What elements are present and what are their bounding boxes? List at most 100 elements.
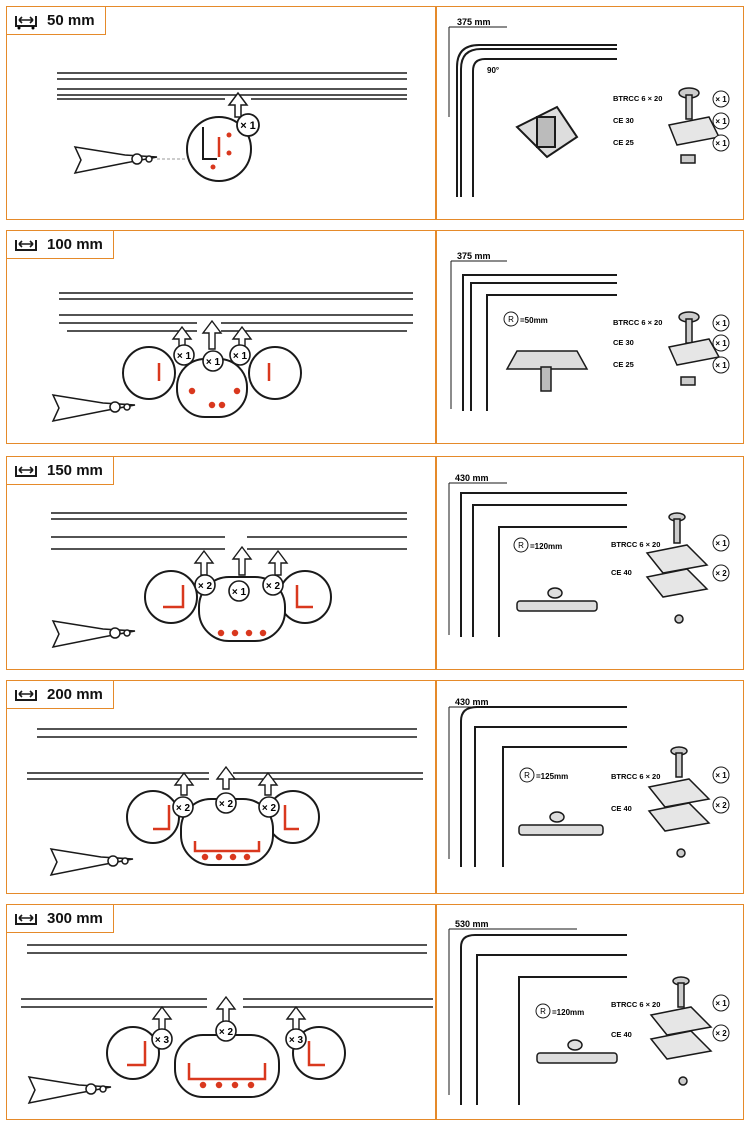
cut-diagram-svg: × 1 × 1 × 1 — [51, 292, 413, 423]
count-label: × 1 — [233, 351, 248, 362]
corner-length-label: 375 mm — [457, 17, 491, 27]
count-label: × 3 — [289, 1035, 304, 1046]
bolt-icon — [647, 746, 711, 858]
corner-length-label: 530 mm — [455, 919, 489, 929]
part-counts: × 1 × 1 × 1 — [712, 90, 730, 152]
tray-width-icon — [15, 15, 37, 29]
part-label: CE 30 — [613, 116, 634, 125]
part-label: BTRCC 6 × 20 — [611, 772, 660, 781]
corner-diagram-panel: 530 mm R =120mm BTRCC 6 × 20 CE 40 × 1 × — [436, 904, 744, 1120]
corner-tray — [460, 706, 627, 867]
width-badge: 100 mm — [7, 231, 114, 259]
part-counts: × 1 × 2 — [712, 766, 730, 814]
cut-arrows — [151, 995, 307, 1032]
cut-diagram-svg: × 2 × 2 × 2 — [27, 728, 423, 877]
radius-label: =120mm — [552, 1008, 584, 1017]
part-count: × 1 — [715, 361, 727, 370]
parts-list: BTRCC 6 × 20 CE 30 CE 25 — [613, 318, 662, 369]
parts-list: BTRCC 6 × 20 CE 40 — [611, 540, 660, 577]
count-bubbles: × 3 × 2 × 3 — [151, 1020, 307, 1050]
tray-width-icon — [15, 913, 37, 925]
corner-diagram-svg: 530 mm R =120mm BTRCC 6 × 20 CE 40 × 1 × — [448, 919, 730, 1105]
cut-diagram-svg: × 3 × 2 × 3 — [21, 944, 433, 1105]
parts-list: BTRCC 6 × 20 CE 30 CE 25 — [613, 94, 662, 147]
count-label: × 1 — [232, 587, 247, 598]
cut-diagram-svg: × 1 — [57, 72, 407, 182]
corner-length-label: 430 mm — [455, 697, 489, 707]
corner-diagram-svg: 375 mm 90° BTRCC 6 × 20 CE 30 CE 25 × 1 — [448, 17, 730, 197]
detail-group — [126, 790, 320, 866]
clamp-illustration — [536, 1039, 618, 1064]
cut-arrows — [173, 765, 279, 796]
cutter-icon — [73, 146, 158, 175]
radius-symbol: R — [508, 315, 514, 324]
part-count: × 1 — [715, 319, 727, 328]
corner-tray — [460, 934, 627, 1105]
corner-diagram-svg: 430 mm R =120mm BTRCC 6 × 20 CE 40 × 1 × — [448, 473, 730, 637]
part-count: × 1 — [715, 339, 727, 348]
wire-tray — [21, 944, 433, 1008]
count-bubbles: × 2 × 2 × 2 — [172, 792, 280, 818]
cut-arrows — [193, 545, 289, 576]
count-bubble — [236, 113, 260, 137]
cut-diagram-panel: × 1 × 1 × 1 100 mm — [6, 230, 436, 444]
detail-group — [122, 346, 302, 418]
tray-width-icon — [15, 465, 37, 477]
corner-length-label: 375 mm — [457, 251, 491, 261]
cut-marks — [127, 1041, 325, 1089]
count-label: × 1 — [177, 351, 192, 362]
corner-diagram-panel: 430 mm R =125mm BTRCC 6 × 20 CE 40 × 1 × — [436, 680, 744, 894]
part-label: CE 40 — [611, 568, 632, 577]
count-label: × 3 — [155, 1035, 170, 1046]
section-50mm: × 1 50 mm 375 mm 90° — [6, 6, 744, 220]
tray-width-icon — [15, 239, 37, 251]
cut-diagram: × 1 — [7, 7, 435, 219]
width-badge: 300 mm — [7, 905, 114, 933]
parts-list: BTRCC 6 × 20 CE 40 — [611, 772, 660, 813]
clamp-illustration — [515, 105, 579, 159]
part-label: BTRCC 6 × 20 — [611, 1000, 660, 1009]
part-label: CE 40 — [611, 804, 632, 813]
part-count: × 1 — [715, 539, 727, 548]
width-label: 100 mm — [47, 236, 103, 253]
part-count: × 1 — [715, 999, 727, 1008]
width-label: 50 mm — [47, 12, 95, 29]
tray-width-icon — [15, 689, 37, 701]
bolt-icon — [649, 976, 713, 1086]
count-label: × 2 — [176, 803, 191, 814]
bolt-icon — [645, 512, 709, 624]
count-label: × 2 — [219, 799, 234, 810]
count-label: × 1 — [240, 120, 256, 132]
clamp-illustration — [505, 350, 589, 392]
count-label: × 1 — [206, 357, 221, 368]
cut-marks — [153, 805, 299, 861]
cut-diagram-panel: × 1 50 mm — [6, 6, 436, 220]
wire-tray — [51, 512, 407, 550]
cut-arrow — [227, 91, 249, 118]
cut-marks — [163, 585, 313, 637]
width-badge: 50 mm — [7, 7, 106, 35]
count-bubbles: × 1 × 1 × 1 — [173, 344, 251, 372]
radius-label: =50mm — [520, 316, 548, 325]
radius-symbol: R — [524, 771, 530, 780]
count-label: × 2 — [266, 581, 281, 592]
width-label: 300 mm — [47, 910, 103, 927]
cut-marks — [157, 363, 271, 409]
width-label: 200 mm — [47, 686, 103, 703]
section-150mm: × 2 × 1 × 2 150 mm 430 mm R =120mm — [6, 456, 744, 670]
part-count: × 1 — [715, 139, 727, 148]
detail-group — [106, 1026, 346, 1098]
part-label: CE 25 — [613, 360, 634, 369]
corner-diagram-panel: 430 mm R =120mm BTRCC 6 × 20 CE 40 × 1 × — [436, 456, 744, 670]
cut-diagram-panel: × 2 × 2 × 2 200 mm — [6, 680, 436, 894]
corner-diagram-panel: 375 mm 90° BTRCC 6 × 20 CE 30 CE 25 × 1 — [436, 6, 744, 220]
radius-label: =120mm — [530, 542, 562, 551]
bolt-icon — [667, 311, 721, 386]
width-label: 150 mm — [47, 462, 103, 479]
part-label: CE 40 — [611, 1030, 632, 1039]
part-counts: × 1 × 2 — [712, 994, 730, 1042]
wire-tray — [57, 72, 407, 100]
cutter-icon — [51, 394, 136, 423]
corner-tray — [462, 274, 617, 411]
cut-diagram-svg: × 2 × 1 × 2 — [51, 512, 407, 649]
